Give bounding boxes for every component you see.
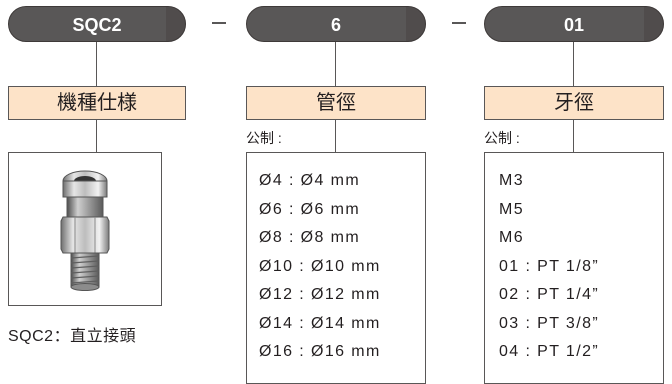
thread-metric-note: 公制 : [484,130,520,146]
thread-size-option: 02 : PT 1/4” [499,286,600,303]
thread-size-option: 01 : PT 1/8” [499,257,600,275]
separator-dash [212,22,226,24]
product-image-box [8,152,162,306]
model-spec-label: 機種仕様 [8,86,186,120]
thread-size-options-box: M3 M5 M6 01 : PT 1/8” 02 : PT 1/4” 03 : … [484,152,664,384]
tube-size-option: Ø10 : Ø10 mm [259,257,381,275]
tube-size-list: Ø4 : Ø4 mm Ø6 : Ø6 mm Ø8 : Ø8 mm Ø10 : Ø… [247,153,425,367]
thread-size-option: 04 : PT 1/2” [499,343,600,360]
connector-line [335,42,336,86]
tube-size-option: Ø12 : Ø12 mm [259,286,381,303]
model-spec-label-text: 機種仕様 [57,92,137,114]
connector-line [96,42,97,86]
tube-code-pill: 6 [246,6,426,42]
tube-size-label-text: 管徑 [316,92,356,114]
thread-size-option: 03 : PT 3/8” [499,314,600,332]
product-caption: SQC2：直立接頭 [8,328,137,345]
tube-code-text: 6 [330,15,341,35]
thread-size-label: 牙徑 [484,86,664,120]
thread-size-option: M3 [499,172,525,189]
tube-size-option: Ø16 : Ø16 mm [259,343,381,360]
series-code-pill: SQC2 [8,6,186,42]
tube-size-option: Ø6 : Ø6 mm [259,200,361,218]
tube-metric-note: 公制 : [246,130,282,146]
tube-size-option: Ø4 : Ø4 mm [259,172,361,189]
tube-size-options-box: Ø4 : Ø4 mm Ø6 : Ø6 mm Ø8 : Ø8 mm Ø10 : Ø… [246,152,426,384]
tube-size-option: Ø8 : Ø8 mm [259,229,361,246]
connector-line [573,120,574,152]
tube-size-label: 管徑 [246,86,426,120]
thread-size-label-text: 牙徑 [554,92,594,114]
thread-size-option: M5 [499,200,525,218]
thread-size-list: M3 M5 M6 01 : PT 1/8” 02 : PT 1/4” 03 : … [485,153,663,367]
connector-line [573,42,574,86]
series-code-text: SQC2 [72,15,122,35]
separator-dash [452,22,466,24]
thread-code-pill: 01 [484,6,664,42]
thread-size-option: M6 [499,229,525,246]
thread-code-text: 01 [563,15,585,35]
connector-line [335,120,336,152]
connector-line [96,120,97,152]
straight-connector-fitting-icon [60,170,110,291]
tube-size-option: Ø14 : Ø14 mm [259,314,381,332]
